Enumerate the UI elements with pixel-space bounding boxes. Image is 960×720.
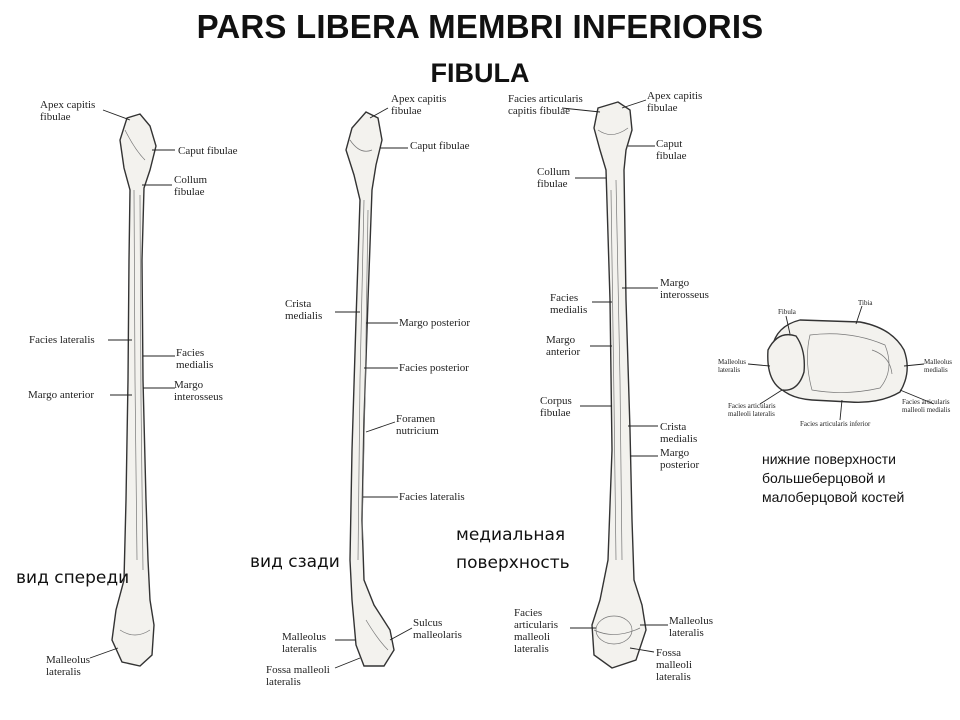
label-facies-posterior-posterior: Facies posterior — [399, 362, 469, 374]
label-sulcus-malleolaris-posterior: Sulcus malleolaris — [413, 617, 462, 641]
fibula-medial-drawing — [591, 101, 647, 669]
label-caput-fibulae-medial: Caput fibulae — [656, 138, 687, 162]
label-malleolus-lateralis-medial: Malleolus lateralis — [669, 615, 713, 639]
label-malleolus-lateralis-anterior: Malleolus lateralis — [46, 654, 90, 678]
caption-anterior-view: вид спереди — [16, 568, 130, 588]
label-facies-lateralis-posterior: Facies lateralis — [399, 491, 465, 503]
label-crista-medialis-medial: Crista medialis — [660, 421, 698, 445]
inset-label-malleolus-medialis: Malleolus medialis — [924, 358, 952, 374]
inset-label-facies-articularis-malleoli-lateralis: Facies articularis malleoli lateralis — [728, 402, 776, 418]
fibula-posterior-drawing — [345, 111, 395, 667]
page-subtitle: FIBULA — [430, 58, 530, 88]
inset-label-fibula: Fibula — [778, 308, 796, 316]
label-margo-interosseus-anterior: Margo interosseus — [174, 379, 223, 403]
inset-caption: нижние поверхности большеберцовой и мало… — [762, 451, 905, 505]
label-facies-medialis-medial: Facies medialis — [550, 292, 588, 316]
label-fossa-malleoli-lateralis-medial: Fossa malleoli lateralis — [656, 647, 693, 683]
label-malleolus-lateralis-posterior: Malleolus lateralis — [282, 631, 326, 655]
inset-label-malleolus-lateralis: Malleolus lateralis — [718, 358, 746, 374]
inset-drawing — [767, 319, 908, 403]
fibula-anterior-drawing — [111, 113, 157, 667]
label-facies-articularis-malleoli-lateralis-medial: Facies articularis malleoli lateralis — [514, 607, 558, 655]
label-facies-medialis-anterior: Facies medialis — [176, 347, 214, 371]
label-collum-fibulae-medial: Collum fibulae — [537, 166, 571, 190]
label-corpus-fibulae-medial: Corpus fibulae — [540, 395, 572, 419]
label-collum-fibulae-anterior: Collum fibulae — [174, 174, 208, 198]
page-title: PARS LIBERA MEMBRI INFERIORIS — [196, 8, 764, 45]
label-apex-capitis-fibulae-medial: Apex capitis fibulae — [647, 90, 703, 114]
label-caput-fibulae-posterior: Caput fibulae — [410, 140, 470, 152]
label-margo-interosseus-medial: Margo interosseus — [660, 277, 709, 301]
label-crista-medialis-posterior: Crista medialis — [285, 298, 323, 322]
label-foramen-nutricium-posterior: Foramen nutricium — [396, 413, 439, 437]
label-margo-posterior-posterior: Margo posterior — [399, 317, 470, 329]
label-margo-anterior-medial: Margo anterior — [546, 334, 581, 358]
label-facies-articularis-capitis-fibulae: Facies articularis capitis fibulae — [508, 93, 583, 117]
caption-posterior-view: вид сзади — [250, 552, 340, 572]
inset-label-tibia: Tibia — [858, 299, 873, 307]
label-caput-fibulae-anterior: Caput fibulae — [178, 145, 238, 157]
label-fossa-malleoli-lateralis-posterior: Fossa malleoli lateralis — [266, 664, 330, 688]
inset-label-facies-articularis-inferior: Facies articularis inferior — [800, 420, 871, 428]
label-apex-capitis-fibulae-anterior: Apex capitis fibulae — [40, 99, 96, 123]
caption-medial-view: медиальная поверхность — [456, 525, 570, 573]
label-facies-lateralis-anterior: Facies lateralis — [29, 334, 95, 346]
leader-lines — [89, 99, 935, 669]
label-apex-capitis-fibulae-posterior: Apex capitis fibulae — [391, 93, 447, 117]
label-margo-posterior-medial: Margo posterior — [660, 447, 700, 471]
label-margo-anterior-anterior: Margo anterior — [28, 389, 95, 401]
inset-label-facies-articularis-malleoli-medialis: Facies articularis malleoli medialis — [902, 398, 951, 414]
